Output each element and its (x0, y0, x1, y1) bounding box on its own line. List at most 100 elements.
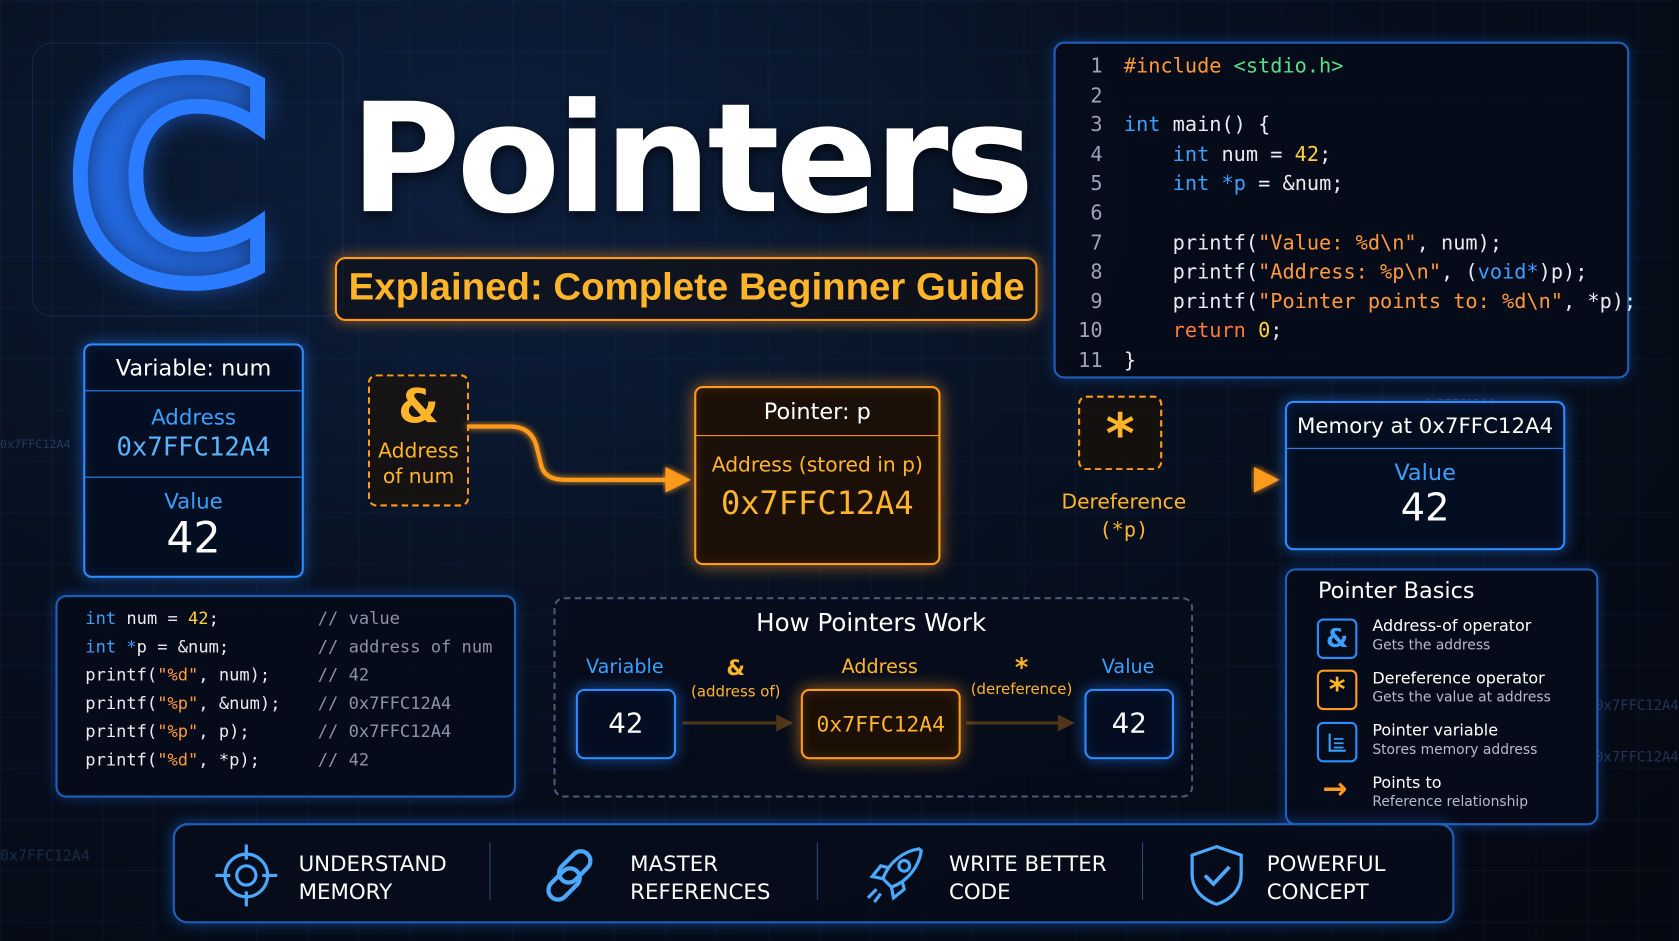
hiw-op1-symbol: & (726, 654, 746, 681)
dereference-label-1: Dereference (1061, 490, 1187, 514)
basics-item-desc-1: Gets the address (1372, 637, 1491, 654)
shield-check-icon (1190, 844, 1243, 906)
line-number: 1 (1090, 54, 1103, 78)
code-line: 5 int *p = &num; (1066, 170, 1636, 199)
feature-divider-3 (1142, 842, 1144, 900)
variable-box: Variable: num Address 0x7FFC12A4 Value 4… (83, 343, 304, 578)
subtitle: Explained: Complete Beginner Guide (348, 264, 1025, 309)
pointer-variable-icon (1316, 721, 1358, 763)
code-line: 7 printf("Value: %d\n", num); (1066, 229, 1636, 258)
address-of-label-1: Address (378, 439, 459, 463)
variable-title: Variable: num (85, 345, 302, 392)
basics-item-name-2: Dereference operator (1372, 668, 1545, 688)
bg-address-1: 0x7FFC12A4 (0, 437, 71, 452)
variable-value-label: Value (164, 488, 223, 514)
code-line: 2 (1066, 82, 1636, 111)
link-icon (546, 849, 593, 902)
how-pointers-work-title: How Pointers Work (756, 609, 987, 638)
line-number: 6 (1090, 201, 1103, 225)
arrow-to-pointer (467, 424, 670, 482)
snippet-line: printf("%p", &num);// 0x7FFC12A4 (85, 690, 501, 718)
asterisk-symbol: * (1105, 403, 1135, 468)
feature-2-line2: REFERENCES (630, 878, 771, 905)
snippet-line: int num = 42;// value (85, 605, 501, 633)
pointer-address-label: Address (stored in p) (711, 453, 923, 477)
line-number: 3 (1090, 113, 1103, 137)
hiw-op1-label: (address of) (691, 683, 781, 701)
feature-divider-1 (489, 842, 491, 900)
subtitle-frame (334, 256, 1038, 321)
basics-item-desc-3: Stores memory address (1372, 742, 1538, 759)
line-number: 8 (1090, 260, 1103, 284)
line-number: 10 (1078, 319, 1103, 343)
snippet-comment: // 42 (317, 664, 370, 685)
snippet-comment: // 0x7FFC12A4 (317, 721, 452, 742)
basics-item-name-3: Pointer variable (1372, 720, 1499, 741)
code-line: 10 return 0; (1066, 317, 1636, 346)
snippet-line: printf("%p", p);// 0x7FFC12A4 (85, 718, 501, 746)
feature-1-line1: UNDERSTAND (298, 850, 447, 877)
hiw-address-label: Address (841, 655, 918, 679)
memory-value: 42 (1400, 486, 1450, 530)
hiw-value-label: Value (1101, 655, 1155, 679)
memory-title: Memory at 0x7FFC12A4 (1287, 403, 1564, 449)
feature-4-line2: CONCEPT (1266, 878, 1369, 905)
bg-address-4: 0x7FFC12A4 (1595, 749, 1679, 766)
pointer-title: Pointer: p (696, 388, 939, 437)
hiw-op2-label: (dereference) (970, 681, 1073, 699)
feature-4-line1: POWERFUL (1266, 850, 1386, 877)
pointer-address-value: 0x7FFC12A4 (721, 485, 914, 523)
feature-1-line2: MEMORY (298, 878, 393, 905)
dereference-label-2: (*p) (1099, 518, 1149, 542)
basics-item-name-1: Address-of operator (1372, 616, 1532, 636)
line-number: 9 (1090, 289, 1103, 314)
snippet-code-panel (55, 594, 517, 798)
line-number: 2 (1090, 83, 1103, 108)
asterisk-icon: * (1316, 669, 1358, 711)
basics-item-name-4: Points to (1372, 773, 1442, 793)
hiw-op2-symbol: * (1014, 652, 1029, 683)
hiw-value: 42 (1084, 688, 1174, 760)
arrow-right-icon: → (1322, 770, 1348, 806)
feature-divider-2 (816, 842, 818, 900)
snippet-comment: // address of num (317, 636, 493, 657)
snippet-line: int *p = &num;// address of num (85, 633, 501, 661)
pointer-box: Pointer: p Address (stored in p) 0x7FFC1… (694, 386, 941, 566)
hiw-address-value: 0x7FFC12A4 (800, 688, 961, 760)
arrowhead-to-pointer (665, 467, 691, 493)
dereference-box: * (1078, 395, 1163, 471)
pointer-basics-title: Pointer Basics (1317, 577, 1475, 604)
page-title: Pointers (349, 71, 1035, 248)
snippet-comment: // 42 (317, 749, 370, 770)
ampersand-symbol: & (398, 379, 439, 434)
code-line: 11} (1066, 346, 1636, 375)
line-number: 11 (1078, 348, 1103, 373)
feature-3-line2: CODE (949, 878, 1011, 905)
address-of-box: & Address of num (367, 374, 470, 507)
snippet-comment: // 0x7FFC12A4 (317, 692, 452, 714)
arrowhead-to-memory (1253, 467, 1280, 493)
address-of-label-2: of num (382, 464, 455, 489)
variable-address-value: 0x7FFC12A4 (116, 431, 271, 462)
hiw-variable-label: Variable (585, 655, 664, 679)
target-icon (215, 844, 278, 907)
line-number: 7 (1090, 230, 1103, 255)
c-logo-letter: C (59, 14, 284, 349)
main-code-panel (1053, 41, 1630, 379)
basics-item-desc-4: Reference relationship (1372, 794, 1529, 811)
logo-frame (31, 42, 344, 317)
ampersand-icon: & (1316, 618, 1358, 659)
variable-value: 42 (166, 513, 221, 564)
line-number: 5 (1090, 172, 1103, 196)
bg-address-3: 0x7FFC12A4 (1595, 698, 1679, 715)
code-line: 9 printf("Pointer points to: %d\n", *p); (1066, 288, 1636, 317)
variable-address-label: Address (151, 404, 237, 430)
code-line: 1#include <stdio.h> (1066, 52, 1636, 81)
snippet-line: printf("%d", *p);// 42 (85, 746, 501, 774)
snippet-comment: // value (317, 607, 400, 629)
line-number: 4 (1090, 142, 1103, 167)
